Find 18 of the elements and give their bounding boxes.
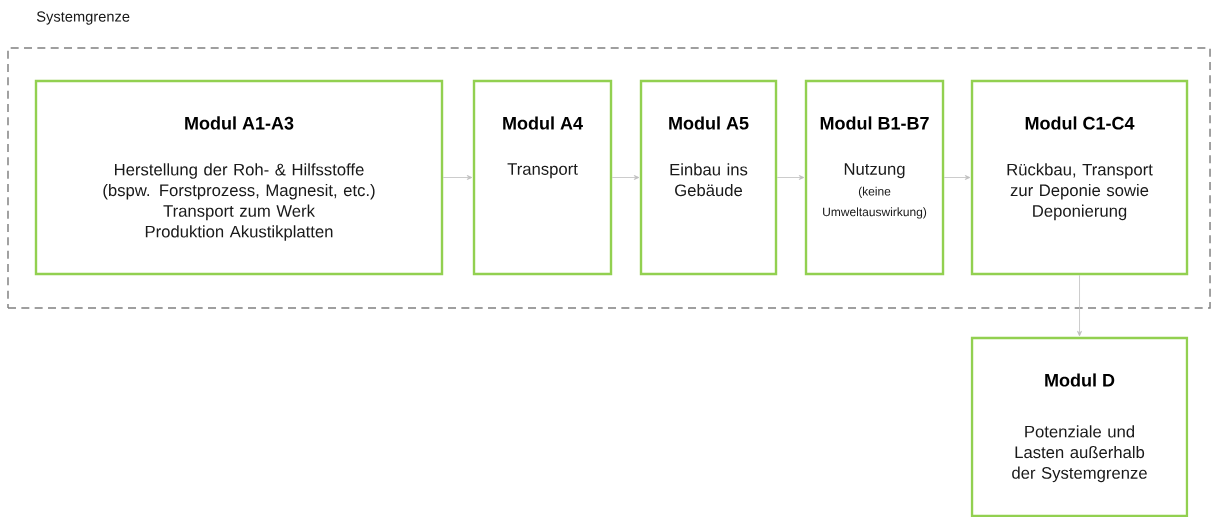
module-description: Rückbau, Transport zur Deponie sowie Deponierung [1007,163,1153,221]
boundary-label: Systemgrenze [36,11,130,25]
module-heading: Modul A4 [503,116,583,130]
module-heading: Modul C1-C4 [1025,116,1135,130]
module-heading: Modul B1-B7 [820,116,929,130]
module-description: Einbau ins Gebäude [670,163,748,197]
arrow [611,175,640,180]
module-description: Herstellung der Roh- & Hilfsstoffe (bspw. Forstprozess, Magnesit, etc.) Transport zum Werk Produktion Akustikplatten [103,163,375,241]
arrow [776,175,805,180]
module-description: Transport [507,163,578,179]
module-description: Potenziale und Lasten außerhalb der Systemgrenze [1012,425,1147,483]
module-description: Nutzung (keine Umweltauswirkung) [823,163,927,219]
arrow [1077,274,1082,337]
module-heading: Modul D [1045,373,1115,387]
arrow [442,175,473,180]
arrow [943,175,971,180]
module-heading: Modul A1-A3 [185,116,294,130]
module-heading: Modul A5 [669,116,749,130]
